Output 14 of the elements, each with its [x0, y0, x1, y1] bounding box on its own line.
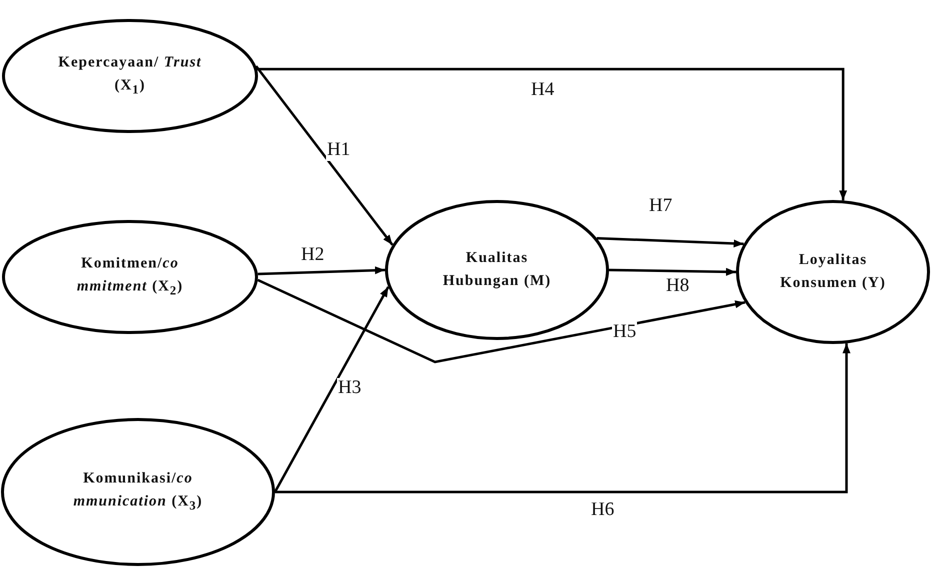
arrow: [596, 236, 744, 248]
arrow: [274, 286, 390, 493]
variable-label: Kepercayaan/ Trust (X$_{1}$): [57, 54, 203, 99]
variable-label: Komunikasi/co mmunication (X$_{3}$): [72, 470, 204, 515]
variable-label: Komitmen/co mmitment (X$_{2}$): [76, 254, 184, 300]
arrow: [608, 268, 736, 276]
arrow: [275, 343, 850, 494]
variable-label: Loyalitas Konsumen (Y): [779, 250, 887, 293]
arrow: [257, 68, 848, 200]
arrow: [255, 65, 394, 246]
arrow: [257, 278, 746, 364]
edge-label: H1: [326, 140, 352, 161]
variable-label: Kualitas Hubungan (M): [442, 248, 552, 291]
arrow: [258, 266, 386, 276]
